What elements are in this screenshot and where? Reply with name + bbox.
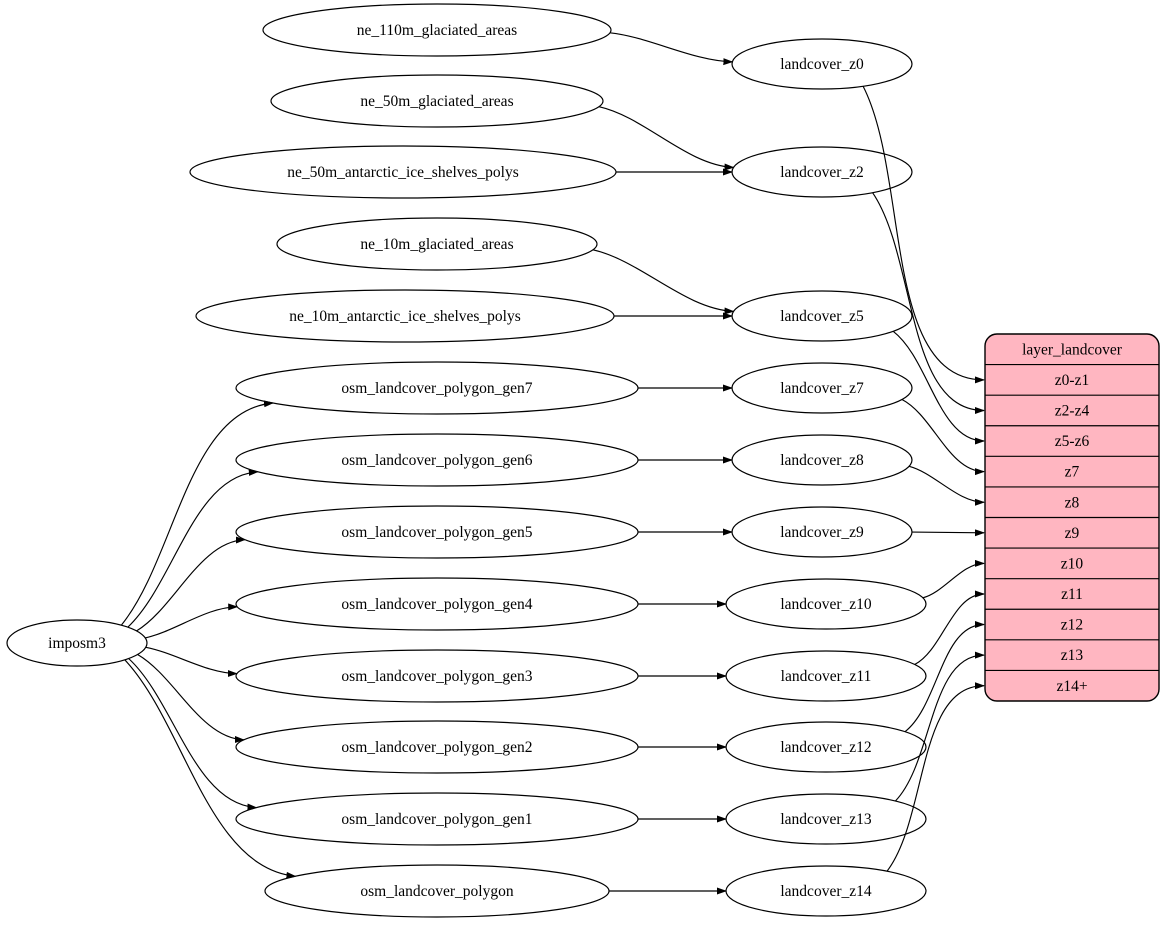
edge-imposm3-to-osm_landcover_polygon_gen5 <box>136 536 246 632</box>
node-osm_landcover_polygon_gen1: osm_landcover_polygon_gen1 <box>235 792 639 846</box>
edge-ne_110m_glaciated_areas-to-landcover_z0 <box>609 32 734 66</box>
node-label-landcover_z11: landcover_z11 <box>781 668 872 685</box>
node-label-landcover_z2: landcover_z2 <box>780 164 864 181</box>
record-node-layer_landcover: layer_landcover z0-z1 z2-z4 z5-z6 z7 z8 z9 z10 z… <box>984 333 1160 702</box>
node-label-osm_landcover_polygon_gen5: osm_landcover_polygon_gen5 <box>341 524 532 541</box>
node-landcover_z9: landcover_z9 <box>731 506 913 558</box>
node-landcover_z5: landcover_z5 <box>731 290 913 342</box>
node-landcover_z14: landcover_z14 <box>725 865 927 917</box>
record-row-z14+: z14+ <box>1056 678 1087 695</box>
record-row-z11: z11 <box>1061 586 1083 603</box>
edge-ne_10m_glaciated_areas-to-landcover_z5 <box>592 249 735 315</box>
node-osm_landcover_polygon_gen5: osm_landcover_polygon_gen5 <box>235 505 639 559</box>
node-ne_10m_antarctic_ice_shelves_polys: ne_10m_antarctic_ice_shelves_polys <box>195 289 615 343</box>
record-row-z0-z1: z0-z1 <box>1055 372 1089 389</box>
node-label-landcover_z10: landcover_z10 <box>780 596 871 613</box>
record-row-z12: z12 <box>1061 617 1083 634</box>
node-landcover_z0: landcover_z0 <box>731 38 913 90</box>
node-label-landcover_z0: landcover_z0 <box>780 56 864 73</box>
edge-imposm3-to-osm_landcover_polygon_gen2 <box>137 654 245 743</box>
node-ellipse-ne_50m_glaciated_areas <box>270 74 604 128</box>
node-imposm3: imposm3 <box>6 619 148 667</box>
node-ellipse-ne_110m_glaciated_areas <box>262 3 612 57</box>
record-row-z8: z8 <box>1065 494 1080 511</box>
node-ne_50m_antarctic_ice_shelves_polys: ne_50m_antarctic_ice_shelves_polys <box>189 145 617 199</box>
record-title: layer_landcover <box>1022 341 1123 358</box>
edge-imposm3-to-osm_landcover_polygon_gen1 <box>128 658 258 811</box>
node-landcover_z10: landcover_z10 <box>725 578 927 630</box>
node-label-ne_110m_glaciated_areas: ne_110m_glaciated_areas <box>357 22 517 39</box>
node-osm_landcover_polygon: osm_landcover_polygon <box>264 864 610 918</box>
node-label-ne_50m_glaciated_areas: ne_50m_glaciated_areas <box>360 93 513 110</box>
node-label-landcover_z12: landcover_z12 <box>780 739 871 756</box>
node-landcover_z13: landcover_z13 <box>725 793 927 845</box>
node-landcover_z2: landcover_z2 <box>731 146 913 198</box>
node-osm_landcover_polygon_gen6: osm_landcover_polygon_gen6 <box>235 433 639 487</box>
edge-landcover_z7-to-layer_landcover-row-3 <box>901 398 985 476</box>
node-landcover_z12: landcover_z12 <box>725 721 927 773</box>
node-ne_50m_glaciated_areas: ne_50m_glaciated_areas <box>270 74 604 128</box>
node-osm_landcover_polygon_gen3: osm_landcover_polygon_gen3 <box>235 649 639 703</box>
edge-landcover_z2-to-layer_landcover-row-1 <box>872 192 985 414</box>
edge-landcover_z11-to-layer_landcover-row-7 <box>914 590 985 666</box>
edge-landcover_z10-to-layer_landcover-row-6 <box>922 559 985 599</box>
node-label-imposm3: imposm3 <box>48 635 106 652</box>
edge-landcover_z14-to-layer_landcover-row-10 <box>886 682 985 872</box>
edge-landcover_z0-to-layer_landcover-row-0 <box>862 85 985 384</box>
node-osm_landcover_polygon_gen2: osm_landcover_polygon_gen2 <box>235 720 639 774</box>
node-label-osm_landcover_polygon_gen2: osm_landcover_polygon_gen2 <box>341 739 532 756</box>
record-row-z10: z10 <box>1061 555 1084 572</box>
edge-landcover_z9-to-layer_landcover-row-5 <box>911 529 985 537</box>
record-row-z2-z4: z2-z4 <box>1055 403 1090 420</box>
node-label-landcover_z13: landcover_z13 <box>780 811 871 828</box>
node-ne_110m_glaciated_areas: ne_110m_glaciated_areas <box>262 3 612 57</box>
edge-imposm3-to-osm_landcover_polygon_gen4 <box>145 603 239 639</box>
node-landcover_z8: landcover_z8 <box>731 434 913 486</box>
edge-landcover_z13-to-layer_landcover-row-9 <box>894 651 985 802</box>
node-label-osm_landcover_polygon_gen6: osm_landcover_polygon_gen6 <box>341 452 532 469</box>
edge-landcover_z8-to-layer_landcover-row-4 <box>908 465 985 506</box>
node-ellipse-ne_10m_glaciated_areas <box>276 217 598 271</box>
node-label-ne_10m_antarctic_ice_shelves_polys: ne_10m_antarctic_ice_shelves_polys <box>289 308 521 325</box>
node-label-osm_landcover_polygon_gen1: osm_landcover_polygon_gen1 <box>341 811 532 828</box>
node-label-osm_landcover_polygon_gen4: osm_landcover_polygon_gen4 <box>341 596 532 613</box>
edge-imposm3-to-osm_landcover_polygon_gen3 <box>145 646 238 678</box>
edge-landcover_z5-to-layer_landcover-row-2 <box>892 330 985 445</box>
record-row-z13: z13 <box>1061 647 1084 664</box>
edges-layer <box>120 32 985 895</box>
node-label-osm_landcover_polygon: osm_landcover_polygon <box>360 883 514 900</box>
node-label-landcover_z8: landcover_z8 <box>780 452 864 469</box>
node-label-ne_50m_antarctic_ice_shelves_polys: ne_50m_antarctic_ice_shelves_polys <box>287 164 519 181</box>
record-row-z5-z6: z5-z6 <box>1055 433 1090 450</box>
edge-imposm3-to-osm_landcover_polygon <box>124 659 297 879</box>
edge-landcover_z12-to-layer_landcover-row-8 <box>904 621 985 733</box>
nodes-layer: imposm3 ne_110m_glaciated_areas ne_50m_gla… <box>6 3 927 918</box>
record-row-z9: z9 <box>1065 525 1080 542</box>
node-osm_landcover_polygon_gen4: osm_landcover_polygon_gen4 <box>235 577 639 631</box>
edge-imposm3-to-osm_landcover_polygon_gen7 <box>120 400 274 626</box>
node-label-landcover_z14: landcover_z14 <box>780 883 871 900</box>
node-ellipse-imposm3 <box>6 619 148 667</box>
edge-imposm3-to-osm_landcover_polygon_gen6 <box>127 468 259 628</box>
node-ne_10m_glaciated_areas: ne_10m_glaciated_areas <box>276 217 598 271</box>
edge-ne_50m_glaciated_areas-to-landcover_z2 <box>598 106 735 171</box>
record-row-z7: z7 <box>1065 464 1080 481</box>
node-label-ne_10m_glaciated_areas: ne_10m_glaciated_areas <box>360 236 513 253</box>
node-label-osm_landcover_polygon_gen3: osm_landcover_polygon_gen3 <box>341 668 532 685</box>
node-landcover_z11: landcover_z11 <box>725 650 927 702</box>
node-label-landcover_z7: landcover_z7 <box>780 380 864 397</box>
node-label-osm_landcover_polygon_gen7: osm_landcover_polygon_gen7 <box>341 380 532 397</box>
node-label-landcover_z5: landcover_z5 <box>780 308 864 325</box>
node-landcover_z7: landcover_z7 <box>731 362 913 414</box>
node-label-landcover_z9: landcover_z9 <box>780 524 864 541</box>
node-osm_landcover_polygon_gen7: osm_landcover_polygon_gen7 <box>235 361 639 415</box>
